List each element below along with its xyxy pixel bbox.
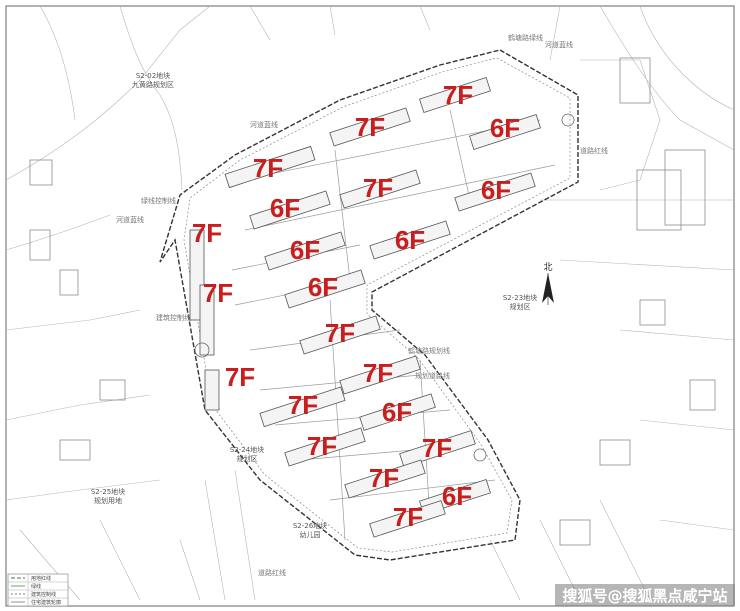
plot-label-use: 规划区 xyxy=(237,454,258,463)
floor-label: 7F xyxy=(363,358,393,388)
site-boundary xyxy=(159,49,579,561)
floor-label: 6F xyxy=(308,272,338,302)
floor-label: 7F xyxy=(288,390,318,420)
legend-label: 住宅建筑轮廓 xyxy=(31,599,61,606)
floor-label: 7F xyxy=(393,502,423,532)
floor-label: 7F xyxy=(363,173,393,203)
floor-label: 7F xyxy=(443,80,473,110)
watermark: 搜狐号@搜狐黑点咸宁站 xyxy=(555,584,735,606)
line-label: 鹤塘路绿线 xyxy=(508,33,543,42)
legend-label: 建筑控制线 xyxy=(31,591,56,598)
line-label: 河道蓝线 xyxy=(116,215,144,224)
plot-label-name: S2-25地块 xyxy=(91,487,125,496)
floor-label: 7F xyxy=(253,153,283,183)
plot-label-use: 规划区 xyxy=(510,302,531,311)
line-label: 规划道路线 xyxy=(415,371,450,380)
floor-label: 6F xyxy=(395,225,425,255)
plot-label-name: S2-26地块 xyxy=(293,521,327,530)
floor-label: 7F xyxy=(307,431,337,461)
plot-labels: S2-02地块九黄路规划区S2-23地块规划区S2-24地块规划区S2-25地块… xyxy=(91,71,537,539)
map-frame xyxy=(5,5,735,607)
plot-label-name: S2-24地块 xyxy=(230,445,264,454)
floor-label: 7F xyxy=(355,112,385,142)
plot-label-name: S2-02地块 xyxy=(136,71,170,80)
floor-label: 6F xyxy=(481,175,511,205)
surroundings xyxy=(5,5,735,601)
floor-label: 6F xyxy=(382,397,412,427)
floor-label: 6F xyxy=(270,193,300,223)
floor-label: 7F xyxy=(369,463,399,493)
legend-label: 用地红线 xyxy=(31,575,51,582)
floor-label: 6F xyxy=(290,235,320,265)
plot-label-use: 幼儿园 xyxy=(300,530,321,539)
surrounding-buildings xyxy=(29,57,716,546)
line-label: 绿线控制线 xyxy=(141,196,176,205)
floor-label: 6F xyxy=(490,113,520,143)
floor-label: 7F xyxy=(225,362,255,392)
residential-blocks xyxy=(189,77,541,538)
plot-label-use: 规划用地 xyxy=(94,496,122,505)
plaza-markers xyxy=(194,113,575,462)
line-label: 河道蓝线 xyxy=(250,120,278,129)
legend-label: 绿线 xyxy=(31,583,41,590)
plot-label-use: 九黄路规划区 xyxy=(132,80,174,89)
line-label: 河道蓝线 xyxy=(545,40,573,49)
floor-label: 7F xyxy=(325,318,355,348)
line-label: 道路红线 xyxy=(580,146,608,155)
floor-label: 7F xyxy=(203,278,233,308)
floor-label: 6F xyxy=(442,481,472,511)
plot-label-name: S2-23地块 xyxy=(503,293,537,302)
north-label: 北 xyxy=(543,262,552,273)
floor-label: 7F xyxy=(192,218,222,248)
line-label: 建筑控制线 xyxy=(156,313,191,322)
north-arrow: 北 xyxy=(542,262,554,305)
watermark-text: 搜狐号@搜狐黑点咸宁站 xyxy=(562,587,727,605)
line-label: 鹤塘路规划线 xyxy=(408,346,450,355)
floor-label: 7F xyxy=(422,433,452,463)
line-label: 道路红线 xyxy=(258,568,286,577)
road-labels: 河道蓝线绿线控制线河道蓝线鹤塘路规划线规划道路线建筑控制线道路红线鹤塘路绿线河道… xyxy=(116,33,608,577)
